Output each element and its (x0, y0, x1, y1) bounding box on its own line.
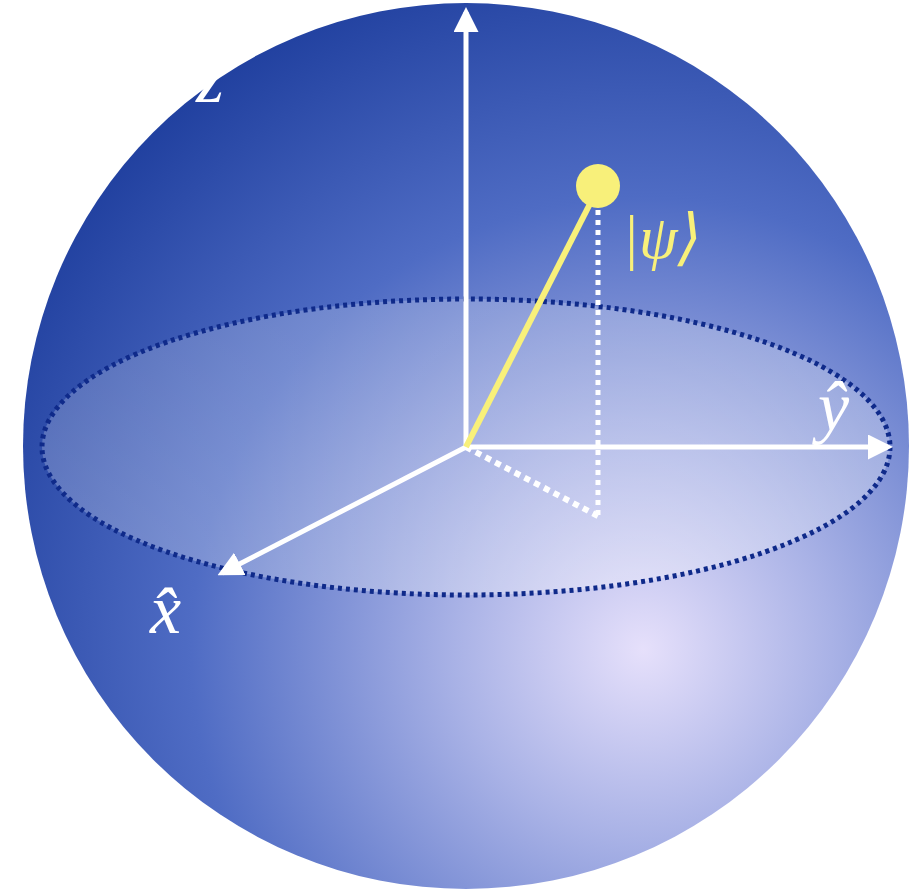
state-vector (466, 192, 596, 447)
state-label: |ψ⟩ (622, 206, 702, 268)
z-axis (464, 12, 469, 449)
axis-label: ŷ (818, 372, 849, 442)
state-point (576, 164, 620, 208)
axis-label: x̂ (150, 575, 181, 645)
axis-label: ẑ (196, 42, 224, 114)
sphere (23, 3, 909, 889)
projection-line (596, 210, 601, 516)
projection-line (466, 447, 598, 516)
y-axis (464, 445, 888, 450)
x-axis (222, 446, 468, 573)
